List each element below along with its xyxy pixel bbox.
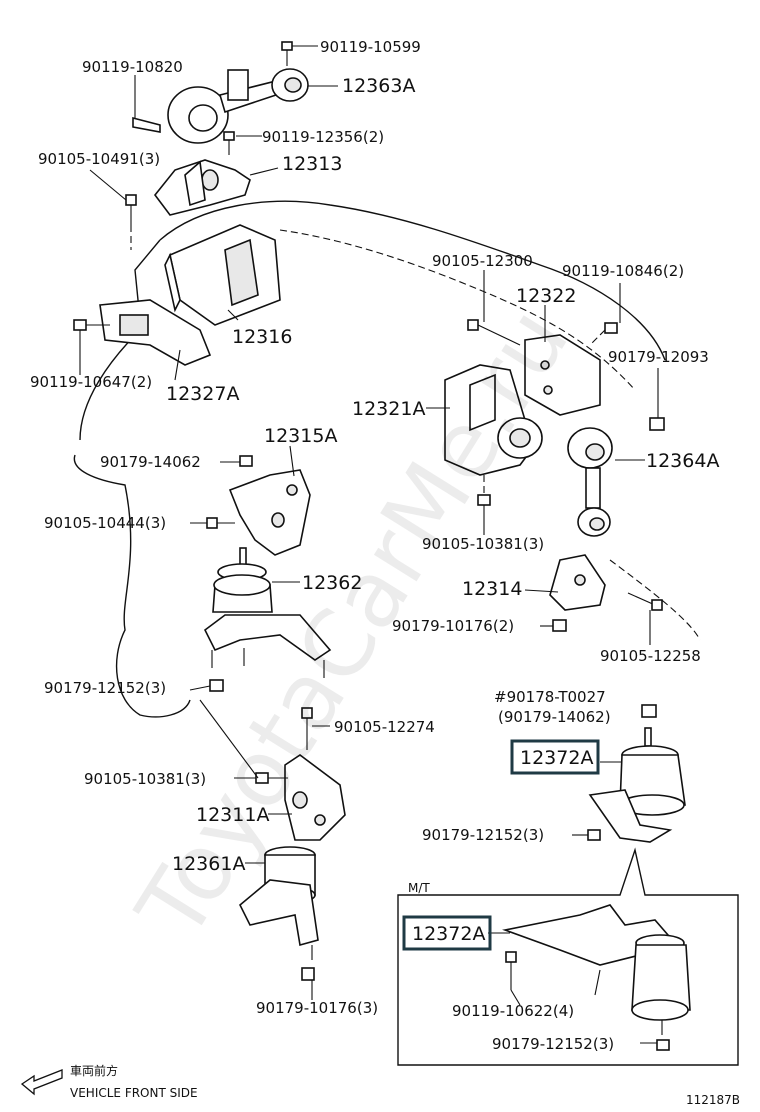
diagram-id: 112187B — [686, 1093, 740, 1107]
label-12363a[interactable]: 12363A — [342, 75, 415, 97]
label-90119-10647[interactable]: 90119-10647(2) — [30, 373, 152, 391]
direction-jp: 車両前方 — [70, 1063, 118, 1078]
label-90119-10622[interactable]: 90119-10622(4) — [452, 1002, 574, 1020]
label-12372a-inset[interactable]: 12372A — [412, 923, 485, 945]
front-arrow-icon — [20, 1069, 63, 1096]
engine-outline — [73, 200, 701, 718]
part-12316[interactable] — [164, 224, 281, 326]
part-12321a[interactable] — [444, 364, 543, 476]
bolt-90119-10846[interactable] — [589, 322, 618, 346]
nut-90179-12152-left[interactable] — [209, 679, 224, 692]
bolt-90105-10444[interactable] — [206, 517, 235, 529]
leader-lines — [79, 45, 659, 1044]
part-12314[interactable] — [549, 554, 606, 611]
bolt-90105-12300[interactable] — [467, 319, 521, 346]
mt-label: M/T — [408, 881, 430, 895]
label-90179-14062-alt[interactable]: (90179-14062) — [498, 708, 611, 726]
label-90105-12274[interactable]: 90105-12274 — [334, 718, 435, 736]
mt-inset — [397, 847, 739, 1066]
label-90179-10176-lower[interactable]: 90179-10176(3) — [256, 999, 378, 1017]
bolt-90119-10622[interactable] — [505, 951, 517, 990]
nut-90179-10176-upper[interactable] — [552, 619, 567, 632]
part-12311a[interactable] — [284, 754, 346, 841]
nut-90178-t0027[interactable] — [641, 704, 657, 718]
label-12364a[interactable]: 12364A — [646, 450, 719, 472]
label-12321a[interactable]: 12321A — [352, 398, 425, 420]
label-12327a[interactable]: 12327A — [166, 383, 239, 405]
label-90179-12152-left[interactable]: 90179-12152(3) — [44, 679, 166, 697]
label-12311a[interactable]: 12311A — [196, 804, 269, 826]
label-12314[interactable]: 12314 — [462, 578, 522, 600]
label-90105-12300[interactable]: 90105-12300 — [432, 252, 533, 270]
label-12361a[interactable]: 12361A — [172, 853, 245, 875]
label-12372a-frame-inset — [402, 915, 492, 951]
label-90105-10444[interactable]: 90105-10444(3) — [44, 514, 166, 532]
label-12313[interactable]: 12313 — [282, 153, 342, 175]
bolt-90105-12274[interactable] — [301, 707, 313, 750]
part-12315a[interactable] — [228, 469, 311, 556]
label-90178-t0027[interactable]: #90178-T0027 — [494, 688, 606, 706]
nut-90179-10176-lower[interactable] — [301, 967, 315, 981]
vehicle-front-indicator: 車両前方 VEHICLE FRONT SIDE — [20, 1063, 198, 1100]
part-12372a-upper[interactable] — [588, 727, 686, 843]
label-90105-10381-lower[interactable]: 90105-10381(3) — [84, 770, 206, 788]
callout-labels: 90119-10599 90119-10820 12363A 90119-123… — [30, 38, 719, 1053]
label-90119-10599[interactable]: 90119-10599 — [320, 38, 421, 56]
part-12364a[interactable] — [567, 427, 613, 537]
label-90119-10846[interactable]: 90119-10846(2) — [562, 262, 684, 280]
label-90179-10176-upper[interactable]: 90179-10176(2) — [392, 617, 514, 635]
label-90119-12356[interactable]: 90119-12356(2) — [262, 128, 384, 146]
label-12372a-upper[interactable]: 12372A — [520, 747, 593, 769]
label-12316[interactable]: 12316 — [232, 326, 292, 348]
bolt-90105-10491[interactable] — [125, 194, 137, 250]
label-90119-10820[interactable]: 90119-10820 — [82, 58, 183, 76]
label-90179-12152-inset[interactable]: 90179-12152(3) — [492, 1035, 614, 1053]
nut-90179-14062[interactable] — [239, 455, 253, 467]
nut-90179-12152-inset[interactable] — [656, 1039, 670, 1051]
part-12363a[interactable] — [167, 68, 309, 144]
part-12313[interactable] — [153, 159, 251, 216]
part-12362[interactable] — [203, 547, 332, 678]
direction-en: VEHICLE FRONT SIDE — [70, 1086, 198, 1100]
bolt-90105-12258[interactable] — [627, 592, 663, 611]
part-12361a[interactable] — [239, 846, 319, 960]
label-90179-14062[interactable]: 90179-14062 — [100, 453, 201, 471]
nut-90179-12152-upper[interactable] — [587, 829, 601, 841]
bolt-90119-10820[interactable] — [132, 85, 161, 133]
bolt-90119-12356[interactable] — [223, 131, 235, 155]
label-90179-12152-upper[interactable]: 90179-12152(3) — [422, 826, 544, 844]
label-90179-12093[interactable]: 90179-12093 — [608, 348, 709, 366]
part-12327a[interactable] — [99, 299, 212, 366]
label-90105-12258[interactable]: 90105-12258 — [600, 647, 701, 665]
part-12322[interactable] — [524, 334, 601, 416]
bolt-90119-10599[interactable] — [281, 41, 293, 66]
label-90105-10381-upper[interactable]: 90105-10381(3) — [422, 535, 544, 553]
label-90105-10491[interactable]: 90105-10491(3) — [38, 150, 160, 168]
label-12322[interactable]: 12322 — [516, 285, 576, 307]
label-12362[interactable]: 12362 — [302, 572, 362, 594]
label-12315a[interactable]: 12315A — [264, 425, 337, 447]
nut-90179-12093[interactable] — [649, 417, 665, 431]
label-12372a-frame-upper — [510, 739, 600, 775]
